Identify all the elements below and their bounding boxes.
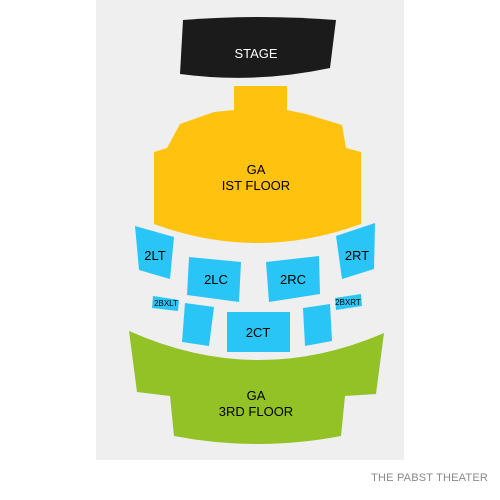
section-box-right[interactable] <box>303 304 332 346</box>
section-2bxrt[interactable]: 2BXRT <box>335 294 362 310</box>
section-label: 2CT <box>246 325 271 340</box>
section-label: 2RT <box>345 248 369 263</box>
section-2bxlt[interactable]: 2BXLT <box>152 296 179 311</box>
section-label: 3RD FLOOR <box>219 404 293 419</box>
section-2rt[interactable]: 2RT <box>336 223 375 279</box>
section-2rc[interactable]: 2RC <box>266 256 320 302</box>
section-2lt[interactable]: 2LT <box>135 226 174 279</box>
stage: STAGE <box>180 17 336 78</box>
section-ga-1st-floor[interactable]: GA IST FLOOR <box>154 86 361 243</box>
section-label: 2BXRT <box>335 298 361 307</box>
venue-name: THE PABST THEATER <box>371 472 488 484</box>
section-label: 2BXLT <box>154 299 178 308</box>
stage-label: STAGE <box>234 46 277 61</box>
section-2lc[interactable]: 2LC <box>187 257 241 302</box>
section-label: 2RC <box>280 272 306 287</box>
section-label: 2LC <box>204 272 228 287</box>
section-ga-3rd-floor[interactable]: GA 3RD FLOOR <box>129 331 384 444</box>
section-label: GA <box>247 388 266 403</box>
section-label: 2LT <box>144 248 165 263</box>
section-label: IST FLOOR <box>222 178 290 193</box>
section-label: GA <box>247 162 266 177</box>
section-box-left[interactable] <box>182 303 214 346</box>
section-2ct[interactable]: 2CT <box>227 312 290 352</box>
